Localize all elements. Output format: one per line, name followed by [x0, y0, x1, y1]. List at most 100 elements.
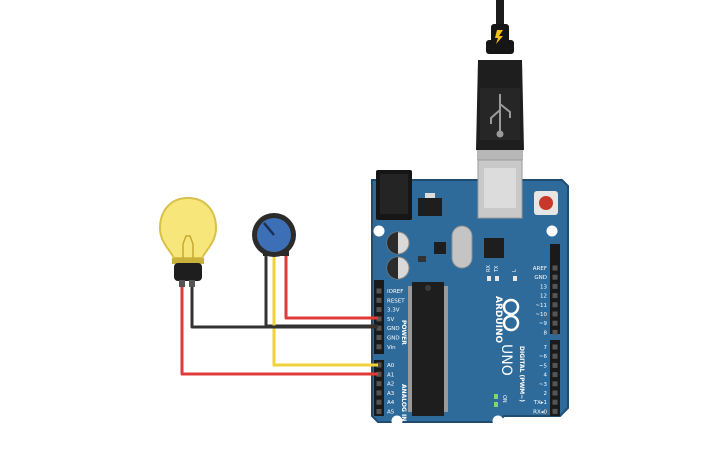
digital-pin-socket[interactable]	[552, 283, 558, 289]
analog-pin-socket[interactable]	[376, 399, 382, 405]
bulb-terminal	[189, 280, 195, 287]
l-label: L	[512, 269, 518, 272]
capacitor	[386, 256, 410, 280]
analog-pin-socket[interactable]	[376, 409, 382, 414]
on-label: ON	[501, 395, 507, 403]
digital-pin-socket[interactable]	[552, 390, 558, 396]
digital-pin-socket[interactable]	[552, 311, 558, 317]
wire-pot-5v[interactable]	[284, 256, 378, 320]
power-pin-socket[interactable]	[376, 344, 382, 350]
digital-header-bottom[interactable]	[550, 340, 560, 416]
power-pin-socket[interactable]	[376, 288, 382, 294]
dc-power-jack[interactable]	[376, 170, 412, 220]
power-pin-label: IOREF	[387, 289, 403, 295]
power-pin-socket[interactable]	[376, 307, 382, 313]
power-led	[494, 394, 498, 399]
digital-pin-label: ~6	[539, 354, 548, 360]
tx-label: TX	[494, 265, 500, 273]
digital-pin-label: AREF	[533, 266, 547, 272]
digital-pin-socket[interactable]	[552, 344, 558, 350]
digital-pin-socket[interactable]	[552, 293, 558, 299]
analog-pin-socket[interactable]	[376, 381, 382, 387]
analog-pin-label: A3	[387, 391, 395, 397]
arduino-board[interactable]: RX TX L ARDUINO UNO ON IOREF RESET 3.3V 5V G…	[371, 159, 569, 427]
digital-pin-label: GND	[534, 275, 547, 281]
digital-pin-label: 8	[544, 330, 548, 336]
wire-pot-gnd[interactable]	[264, 256, 378, 328]
mount-hole	[373, 225, 385, 237]
arduino-logo: ARDUINO UNO	[493, 296, 520, 376]
digital-pin-socket[interactable]	[552, 265, 558, 271]
digital-pin-socket[interactable]	[552, 329, 558, 335]
power-pin-socket[interactable]	[376, 316, 382, 322]
power-section-label: POWER	[400, 320, 407, 345]
digital-pin-socket[interactable]	[552, 274, 558, 280]
usb-cable[interactable]	[476, 0, 524, 160]
usb-cable-wire	[496, 0, 504, 30]
mount-hole	[546, 225, 558, 237]
analog-pin-socket[interactable]	[376, 390, 382, 396]
digital-pin-label: 13	[540, 284, 547, 290]
analog-pin-label: A4	[387, 400, 395, 406]
analog-pin-socket[interactable]	[376, 362, 382, 368]
analog-pin-label: A0	[387, 363, 395, 369]
l-led	[513, 276, 517, 281]
capacitor	[386, 231, 410, 255]
model-label: UNO	[498, 344, 514, 376]
brand-label: ARDUINO	[493, 296, 503, 344]
digital-pin-socket[interactable]	[552, 408, 558, 414]
bulb-collar	[172, 258, 204, 264]
analog-pin-label: A2	[387, 382, 394, 388]
digital-pin-label: RX◂0	[533, 409, 547, 415]
digital-pin-socket[interactable]	[552, 362, 558, 368]
digital-pin-socket[interactable]	[552, 320, 558, 326]
bulb-glass	[158, 196, 218, 259]
potentiometer[interactable]	[252, 213, 296, 257]
reset-button[interactable]	[534, 191, 558, 215]
digital-pin-label: 2	[544, 391, 548, 397]
smd-chip	[434, 242, 446, 254]
digital-pin-label: ~5	[539, 363, 548, 369]
digital-header-top[interactable]	[550, 244, 560, 334]
wires	[180, 256, 378, 376]
atmega-chip	[408, 282, 448, 416]
digital-pin-socket[interactable]	[552, 372, 558, 378]
crystal-oscillator	[451, 225, 473, 269]
power-pin-socket[interactable]	[376, 325, 382, 331]
digital-pin-socket[interactable]	[552, 381, 558, 387]
power-pin-socket[interactable]	[376, 297, 382, 303]
analog-pin-socket[interactable]	[376, 371, 382, 377]
lightning-icon	[495, 30, 503, 44]
mount-hole	[492, 415, 504, 427]
usb-interface-chip	[484, 238, 504, 258]
bulb-socket	[174, 263, 202, 281]
wire-bulb-gnd[interactable]	[190, 286, 378, 329]
wire-bulb-a1[interactable]	[180, 286, 378, 376]
power-pin-label: 3.3V	[387, 308, 400, 314]
tx-led	[495, 276, 499, 281]
power-pin-label: Vin	[387, 345, 396, 351]
wire-pot-a0[interactable]	[272, 256, 378, 367]
analog-header[interactable]	[374, 360, 384, 416]
digital-pin-label: 12	[540, 294, 547, 300]
analog-pin-label: A1	[387, 372, 394, 378]
power-pin-socket[interactable]	[376, 335, 382, 340]
power-pin-label: RESET	[387, 298, 405, 304]
digital-pin-socket[interactable]	[552, 302, 558, 308]
digital-pin-label: ~11	[535, 303, 547, 309]
bulb-filament	[182, 235, 194, 258]
digital-pin-label: ~9	[539, 321, 548, 327]
light-bulb[interactable]	[158, 196, 218, 287]
bulb-terminal	[179, 280, 185, 287]
voltage-regulator	[418, 193, 442, 216]
power-pin-label: 5V	[387, 317, 394, 323]
rx-led	[487, 276, 491, 281]
digital-section-label: DIGITAL (PWM~)	[518, 346, 525, 402]
rx-label: RX	[486, 265, 492, 272]
digital-pin-label: ~3	[539, 382, 548, 388]
digital-pin-socket[interactable]	[552, 353, 558, 359]
digital-pin-socket[interactable]	[552, 399, 558, 405]
digital-pin-label: ~10	[535, 312, 547, 318]
knob-indicator	[263, 222, 275, 236]
